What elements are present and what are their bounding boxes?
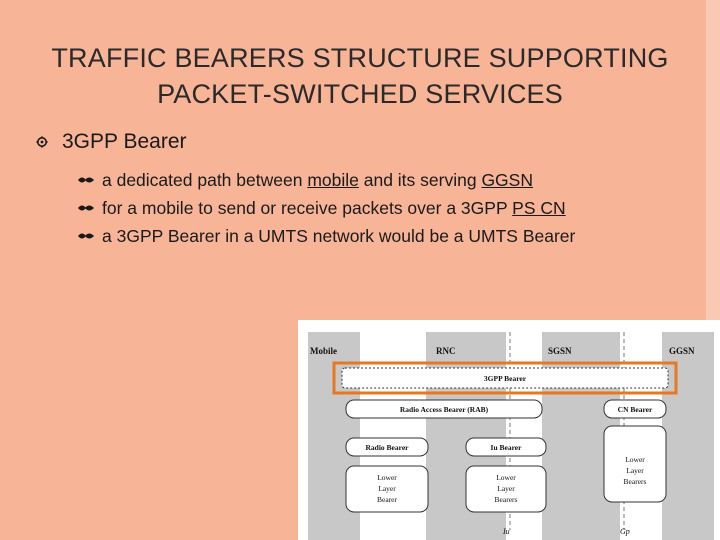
lower-mobile-line1: Lower — [377, 473, 397, 482]
lower-rnc-line1: Lower — [496, 473, 516, 482]
iu-bearer-label: Iu Bearer — [491, 443, 523, 452]
interface-label-iu: Iu — [502, 527, 510, 536]
title-line-1: TRAFFIC BEARERS STRUCTURE SUPPORTING — [51, 43, 669, 73]
sub-bullet-text: a 3GPP Bearer in a UMTS network would be… — [102, 225, 576, 246]
node-label-mobile: Mobile — [310, 346, 337, 356]
lower-rnc-line3: Bearers — [495, 495, 518, 504]
double-arrow-bullet-icon — [78, 205, 94, 211]
radio-bearer-label: Radio Bearer — [366, 443, 410, 452]
rab-label: Radio Access Bearer (RAB) — [400, 405, 489, 414]
sub-bullet-list: a dedicated path between mobile and its … — [76, 166, 575, 250]
ggsn-link[interactable]: GGSN — [481, 169, 533, 190]
node-label-rnc: RNC — [436, 346, 456, 356]
gpp-bearer-pipe — [341, 367, 669, 389]
iu-bearer-pipe — [465, 437, 547, 457]
main-bullet-text: 3GPP Bearer — [62, 130, 187, 153]
lower-mobile-line3: Bearer — [377, 495, 397, 504]
lower-layer-sgsn-pipe — [603, 425, 667, 503]
lower-sgsn-line1: Lower — [625, 455, 645, 464]
lower-sgsn-line2: Layer — [626, 466, 644, 475]
lower-sgsn-line3: Bearers — [624, 477, 647, 486]
mobile-link[interactable]: mobile — [307, 169, 359, 190]
radio-bearer-pipe — [345, 437, 429, 457]
ggsn-column — [662, 332, 714, 540]
cn-bearer-pipe — [603, 399, 667, 419]
slide-title: TRAFFIC BEARERS STRUCTURE SUPPORTING PAC… — [0, 40, 720, 112]
gear-bullet-icon — [36, 136, 48, 148]
bearer-diagram: Mobile RNC SGSN GGSN 3GPP Bearer Radio A… — [298, 320, 720, 540]
double-arrow-bullet-icon — [78, 233, 94, 239]
node-label-ggsn: GGSN — [669, 346, 695, 356]
sub-bullet: for a mobile to send or receive packets … — [76, 194, 575, 222]
sub-bullet-text: for a mobile to send or receive packets … — [102, 197, 566, 218]
lower-mobile-line2: Layer — [378, 484, 396, 493]
interface-label-gp: Gp — [620, 527, 630, 536]
gpp-bearer-label: 3GPP Bearer — [484, 374, 527, 383]
double-arrow-bullet-icon — [78, 177, 94, 183]
ps-cn-link[interactable]: PS CN — [512, 197, 566, 218]
gpp-bearer-highlight — [332, 361, 678, 395]
title-line-2: PACKET-SWITCHED SERVICES — [157, 79, 563, 109]
rab-pipe — [345, 399, 543, 419]
main-bullet: 3GPP Bearer — [36, 130, 187, 154]
lower-rnc-line2: Layer — [497, 484, 515, 493]
lower-layer-rnc-pipe — [465, 465, 547, 513]
cn-bearer-label: CN Bearer — [618, 405, 653, 414]
node-label-sgsn: SGSN — [548, 346, 572, 356]
sub-bullet: a 3GPP Bearer in a UMTS network would be… — [76, 222, 575, 250]
sub-bullet-text: a dedicated path between mobile and its … — [102, 169, 533, 190]
lower-layer-mobile-pipe — [345, 465, 429, 513]
sub-bullet: a dedicated path between mobile and its … — [76, 166, 575, 194]
